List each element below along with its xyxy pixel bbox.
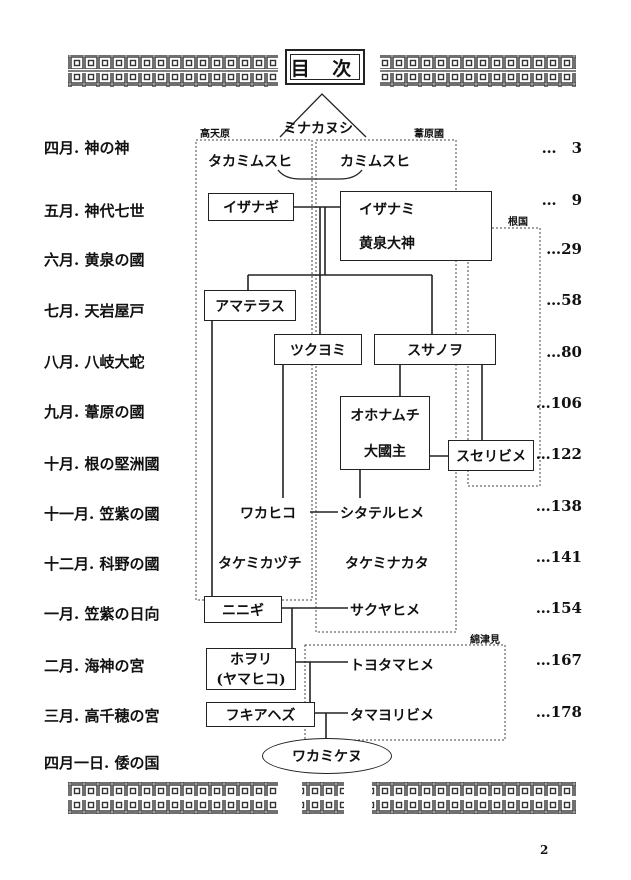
name-toyotamahime: トヨタマヒメ <box>350 658 434 674</box>
name-yamahiko: (ヤマヒコ) <box>216 672 286 688</box>
bottom-center-ornament <box>302 782 344 814</box>
box-izanagi: イザナギ <box>208 193 294 221</box>
chapter-title: 二月. 海神の宮 <box>44 657 145 675</box>
box-fukiahezu: フキアヘズ <box>206 702 315 727</box>
chapter-title: 九月. 葦原の國 <box>44 403 145 421</box>
name-ninigi: ニニギ <box>222 602 264 619</box>
bottom-right-ornament <box>372 782 576 814</box>
chapter-title: 三月. 高千穂の宮 <box>44 707 160 725</box>
top-left-ornament <box>68 55 278 87</box>
chapter-page: …178 <box>535 703 582 721</box>
box-suseribime: スセリビメ <box>448 440 534 471</box>
chapter-title: 六月. 黄泉の國 <box>44 251 145 269</box>
name-sakuyahime: サクヤヒメ <box>350 603 420 619</box>
chapter-page: …154 <box>535 599 582 617</box>
name-ohonamuchi: オホナムチ <box>350 408 420 424</box>
chapter-page: …167 <box>535 651 582 669</box>
name-izanami: イザナミ <box>359 202 415 218</box>
chapter-page: … 3 <box>541 139 582 157</box>
chapter-title: 四月. 神の神 <box>44 139 130 157</box>
region-label-watatsumi: 綿津見 <box>470 635 500 646</box>
box-ninigi: ニニギ <box>204 596 282 623</box>
box-amaterasu: アマテラス <box>204 290 296 321</box>
chapter-page: …106 <box>535 394 582 412</box>
name-susanoo: スサノヲ <box>407 342 463 359</box>
chapter-page: …141 <box>535 548 582 566</box>
top-right-ornament <box>380 55 576 87</box>
box-tsukuyomi: ツクヨミ <box>274 334 362 365</box>
box-susanoo: スサノヲ <box>374 334 496 365</box>
name-izanagi: イザナギ <box>223 200 279 216</box>
name-fukiahezu: フキアヘズ <box>225 707 296 724</box>
name-minakanushi: ミナカヌシ <box>283 121 353 137</box>
chapter-page: … 9 <box>541 191 582 209</box>
name-takamimusuhi: タカミムスヒ <box>208 154 292 170</box>
box-hoori: ホヲリ (ヤマヒコ) <box>206 648 296 690</box>
name-yomi-okami: 黄泉大神 <box>359 236 415 252</box>
chapter-title: 一月. 笠紫の日向 <box>44 605 160 623</box>
bottom-left-ornament <box>68 782 278 814</box>
chapter-page: …29 <box>546 240 582 258</box>
name-tamayoribime: タマヨリビメ <box>350 708 434 724</box>
name-ookuninushi: 大國主 <box>364 444 406 460</box>
name-shitateruhime: シタテルヒメ <box>340 506 424 522</box>
name-wakamikenu: ワカミケヌ <box>292 749 362 765</box>
region-label-ashihara: 葦原國 <box>414 129 444 140</box>
chapter-title: 五月. 神代七世 <box>44 202 145 220</box>
chapter-title: 七月. 天岩屋戸 <box>44 302 145 320</box>
title-box: 目 次 <box>285 49 365 85</box>
name-tsukuyomi: ツクヨミ <box>290 342 346 359</box>
chapter-title: 十二月. 科野の國 <box>44 555 160 573</box>
region-label-takamahara: 高天原 <box>200 129 230 140</box>
chapter-title: 四月一日. 倭の国 <box>44 754 160 772</box>
chapter-title: 十月. 根の堅洲國 <box>44 455 160 473</box>
name-amaterasu: アマテラス <box>215 298 285 315</box>
chapter-page: …58 <box>546 291 582 309</box>
oval-wakamikenu: ワカミケヌ <box>262 738 392 774</box>
page-title: 目 次 <box>290 57 360 80</box>
chapter-page: …138 <box>535 497 582 515</box>
name-kamimusuhi: カミムスヒ <box>340 154 410 170</box>
name-wakahiko: ワカヒコ <box>240 506 296 522</box>
page-number: 2 <box>540 843 549 857</box>
region-label-nenokuni: 根国 <box>508 217 528 228</box>
chapter-title: 八月. 八岐大蛇 <box>44 353 145 371</box>
chapter-page: …122 <box>535 445 582 463</box>
name-suseribime: スセリビメ <box>456 448 526 465</box>
name-takemikazuchi: タケミカヅチ <box>218 556 302 572</box>
name-takeminakata: タケミナカタ <box>345 556 429 572</box>
name-hoori: ホヲリ <box>230 652 272 668</box>
chapter-page: …80 <box>546 343 582 361</box>
box-ohonamuchi: オホナムチ 大國主 <box>340 396 430 470</box>
chapter-title: 十一月. 笠紫の國 <box>44 505 160 523</box>
box-izanami: イザナミ 黄泉大神 <box>340 191 492 261</box>
